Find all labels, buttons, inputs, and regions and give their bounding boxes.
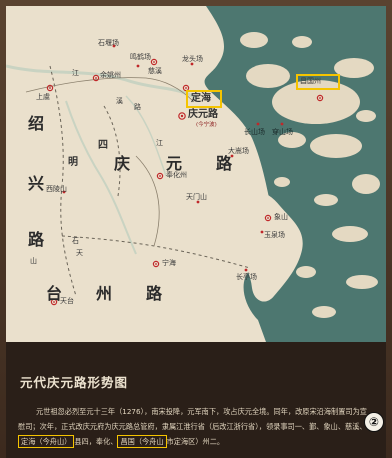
label-yuan: 元 [166,154,184,173]
marker-changguo [316,94,324,102]
island-6 [352,174,380,194]
label-longtou: 龙头场 [182,55,203,63]
island-2 [246,64,290,88]
label-shipai: 石堰场 [98,39,119,47]
label-lu-north: 路 [134,103,141,111]
label-yuquan: 玉泉场 [264,231,285,239]
label-xiling: 西陵山 [46,185,67,193]
label-tiantai: 天台 [60,297,74,305]
island-12 [292,36,312,48]
island-5 [278,132,306,148]
label-cixi: 慈溪 [148,67,162,75]
label-dinghai: 定海 [191,93,211,104]
boundary-taizhou [61,235,251,269]
label-zhou: 州 [96,284,114,303]
marker-cixi [150,58,158,66]
annotation-number-marker: ② [364,412,384,432]
label-lu: 路 [216,154,234,173]
island-9 [296,266,316,278]
highlight-changguo [296,74,340,90]
label-changguo: 昌国州 [300,77,321,85]
label-qingyuan-sub: (今宁波) [196,122,217,128]
label-si: 四 [98,140,108,151]
label-qing: 庆 [114,154,132,173]
label-xi: 溪 [116,97,123,105]
island-3 [334,58,374,78]
paragraph-part-2: 县四，奉化、 [74,437,118,446]
label-xiangshan: 象山 [274,213,288,221]
marker-xiangshan [264,214,272,222]
boundary-inner [103,105,121,197]
boundary-shaoxing [49,65,77,297]
label-shangyu: 上虞 [36,93,50,101]
label-chuanshan: 穿山场 [272,128,293,136]
marker-shangyu [46,84,54,92]
label-changshan: 长山场 [244,128,265,136]
island-15 [312,306,336,318]
island-11 [240,32,268,48]
label-yuyao: 余姚州 [100,71,121,79]
caption-paragraph: 元世祖忽必烈至元十三年（1276），南宋投降，元军南下，攻占庆元全境。同年，改原… [18,404,373,449]
label-qingyuan-seat: 庆元路 [188,109,218,120]
label-xing: 兴 [28,174,46,193]
label-jiang: 江 [72,69,79,77]
island-8 [332,226,368,242]
label-daxi: 大嵩场 [228,147,249,155]
label-lu-west: 路 [28,230,46,249]
paragraph-part-3: 市定海区）州二。 [166,437,225,446]
label-shao: 绍 [28,114,46,133]
island-4 [310,134,362,158]
island-zhoushan [272,80,360,124]
island-10 [346,275,378,289]
label-jiang2: 江 [156,139,163,147]
label-ming: 明 [68,157,78,168]
marker-dinghai [182,84,190,92]
caption-heading: 元代庆元路形势图 [20,375,129,390]
caption-panel: 元代庆元路形势图 元世祖忽必烈至元十三年（1276），南宋投降，元军南下，攻占庆… [6,342,386,458]
label-ninghai: 宁海 [162,259,176,267]
highlight-changguo-text: 昌国（今舟山 [117,435,167,448]
paragraph-part-1: 元世祖忽必烈至元十三年（1276），南宋投降，元军南下，攻占庆元全境。同年，改原… [18,407,367,431]
label-tianmen: 天门山 [186,193,207,201]
highlight-dinghai-text: 定海（今舟山） [18,435,75,448]
xiangshan-peninsula [220,188,303,302]
island-13 [356,110,376,122]
marker-ninghai [152,260,160,268]
map: 绍 兴 路 明 四 庆 元 路 台 州 路 江 山 天 石 江 溪 上虞 余姚州… [6,6,386,342]
label-lu-south: 路 [146,284,164,303]
label-mingshan: 鸣鹤场 [130,53,151,61]
highlight-dinghai [186,90,222,108]
island-7 [314,194,338,206]
label-shi: 石 [72,237,79,245]
marker-fenghua [156,172,164,180]
label-tai: 台 [46,284,64,303]
marker-yuyao [92,74,100,82]
label-changting: 长亭场 [236,273,257,281]
marker-ningbo [178,112,186,120]
label-fenghua: 奉化州 [166,171,187,179]
label-shan: 山 [30,257,37,265]
marker-tiantai [50,298,58,306]
island-14 [274,177,290,187]
label-tian: 天 [76,249,83,257]
